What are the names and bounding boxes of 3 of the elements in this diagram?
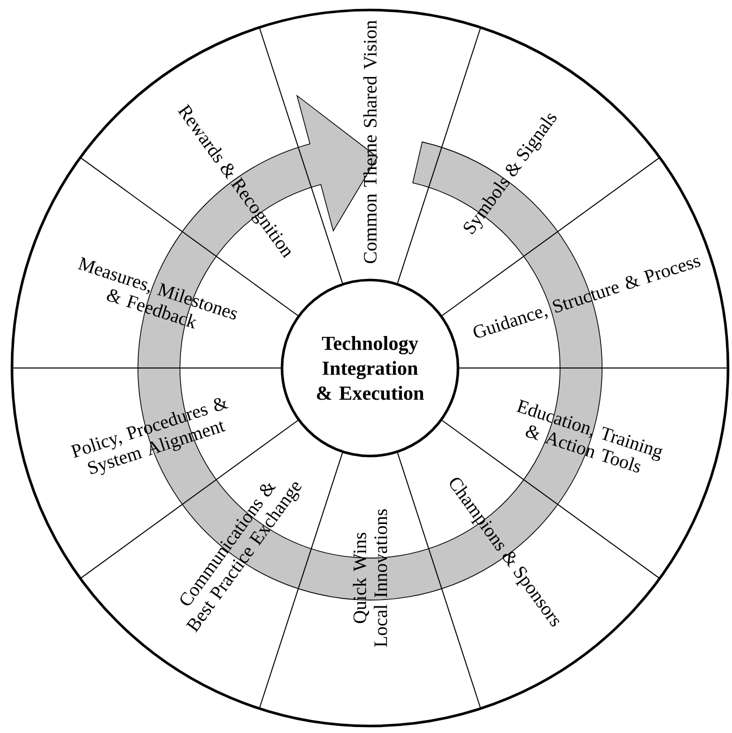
- segment-label: Guidance, Structure & Process: [474, 258, 700, 338]
- segment-label: Common Theme Shared Vision: [363, 20, 377, 264]
- segment-label: Quick Wins Local Innovations: [352, 509, 388, 647]
